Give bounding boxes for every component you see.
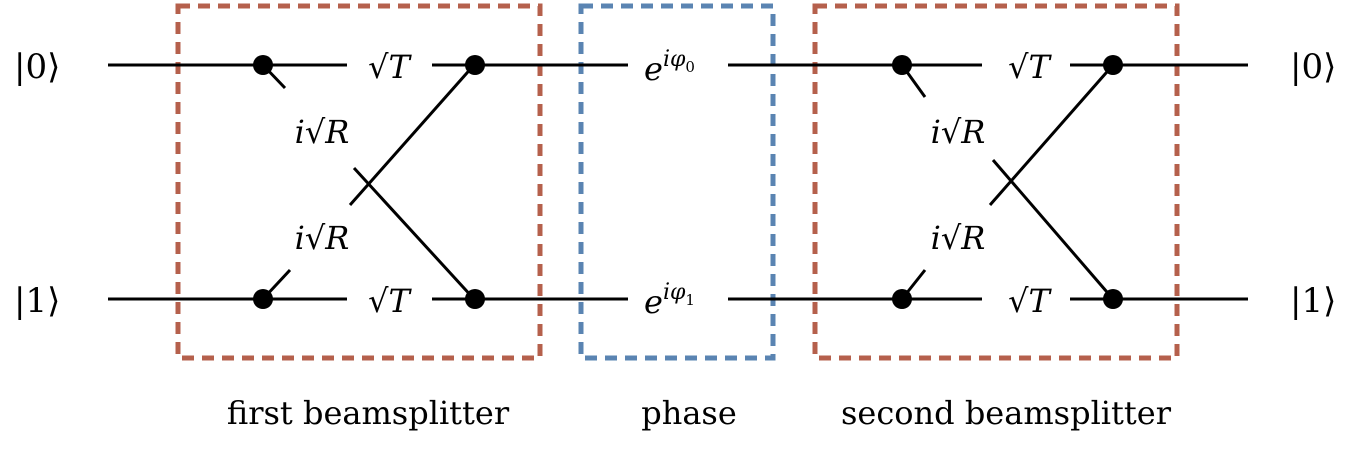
second-beamsplitter-caption: second beamsplitter [841, 394, 1172, 432]
bs1-cross-up [348, 64, 476, 206]
input-ket-top: |0⟩ [14, 47, 60, 87]
bs1-node-top-right [465, 55, 485, 75]
phase-box [578, 3, 776, 361]
bs2-node-bottom-left [892, 289, 912, 309]
phase-bottom-exponent: iφ [663, 280, 686, 305]
first-beamsplitter-caption: first beamsplitter [227, 394, 510, 432]
bs1-transmit-bottom-label: √T [368, 282, 412, 320]
input-ket-bottom: |1⟩ [14, 281, 60, 321]
bs2-node-bottom-right [1103, 289, 1123, 309]
bs2-cross-down [991, 159, 1115, 300]
phase-bottom-subscript: 1 [685, 291, 695, 309]
bs1-node-bottom-left [253, 289, 273, 309]
bs1-reflect-bottom-label: i√R [295, 219, 350, 257]
output-ket-bottom: |1⟩ [1290, 281, 1336, 321]
bs1-node-bottom-right [465, 289, 485, 309]
bs2-reflect-top-label: i√R [931, 113, 986, 151]
bs2-node-top-left [892, 55, 912, 75]
phase-top-base: e [644, 50, 663, 88]
bs1-reflect-top-label: i√R [295, 113, 350, 151]
output-ket-top: |0⟩ [1290, 47, 1336, 87]
phase-top-exponent: iφ [663, 47, 686, 72]
bs1-node-top-left [253, 55, 273, 75]
phase-caption: phase [641, 394, 737, 432]
bs2-reflect-bottom-label: i√R [931, 219, 986, 257]
bs1-cross-down [352, 166, 476, 301]
bs1-transmit-top-label: √T [368, 48, 412, 86]
phase-bottom-base: e [644, 283, 663, 321]
second-beamsplitter-box [812, 3, 1180, 361]
bs2-node-top-right [1103, 55, 1123, 75]
bs2-cross-up [988, 64, 1115, 206]
phase-top-subscript: 0 [685, 58, 695, 76]
phase-bottom-label: eiφ1 [644, 280, 695, 321]
phase-top-label: eiφ0 [644, 47, 695, 88]
bs2-transmit-bottom-label: √T [1008, 282, 1052, 320]
bs2-transmit-top-label: √T [1008, 48, 1052, 86]
first-beamsplitter-box [175, 3, 543, 361]
